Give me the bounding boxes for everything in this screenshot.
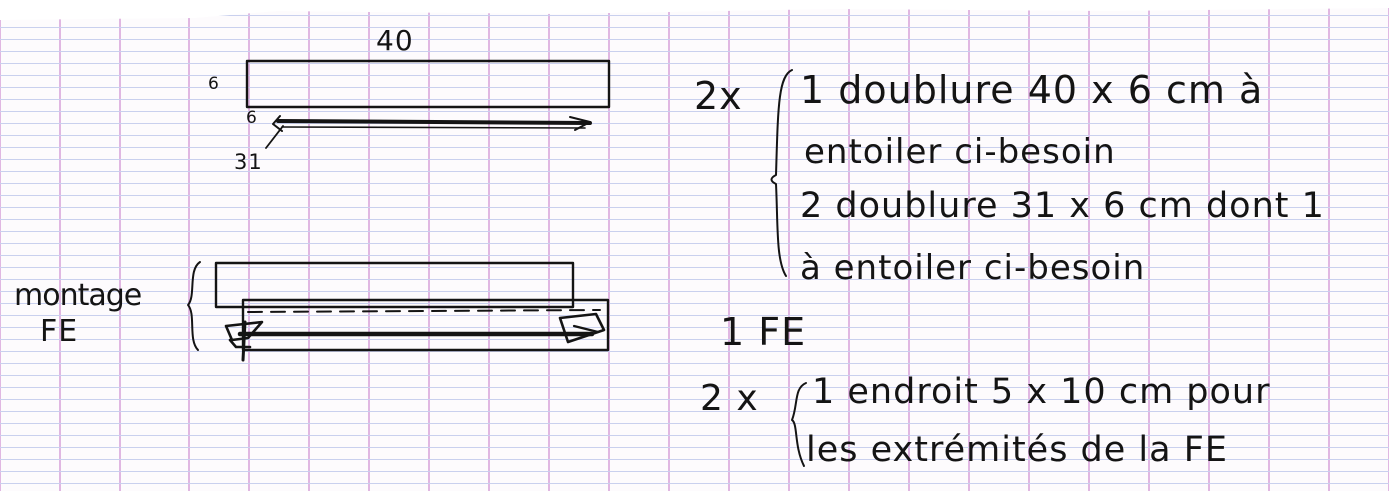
- group1-line-2: entoiler ci-besoin: [804, 132, 1116, 172]
- assembly-label-fe: FE: [40, 314, 79, 349]
- assembly-brace: [187, 261, 201, 351]
- group2-brace: [791, 382, 807, 467]
- lining-strip-31x6: [276, 119, 592, 125]
- group1-line-1: 1 doublure 40 x 6 cm à: [800, 68, 1264, 112]
- group1-brace: [770, 69, 793, 277]
- group2-multiplier: 2 x: [700, 378, 759, 419]
- dimension-leader: [265, 125, 284, 149]
- dim-label-31: 31: [234, 150, 263, 174]
- dim-label-6-top: 6: [208, 74, 220, 94]
- group2-line-2: les extrémités de la FE: [806, 430, 1228, 470]
- single-item-fe: 1 FE: [720, 310, 807, 354]
- lining-piece-40x6: [245, 59, 611, 109]
- group1-multiplier: 2x: [694, 74, 743, 118]
- group1-line-4: à entoiler ci-besoin: [800, 248, 1146, 288]
- assembly-top-piece: [214, 261, 575, 309]
- group2-line-1: 1 endroit 5 x 10 cm pour: [812, 372, 1271, 412]
- dim-label-6-lower: 6: [246, 108, 258, 128]
- assembly-label-montage: montage: [14, 278, 142, 313]
- dim-label-40: 40: [376, 24, 414, 57]
- group1-line-3: 2 doublure 31 x 6 cm dont 1: [800, 186, 1325, 226]
- assembly-stitch-line: [247, 309, 601, 313]
